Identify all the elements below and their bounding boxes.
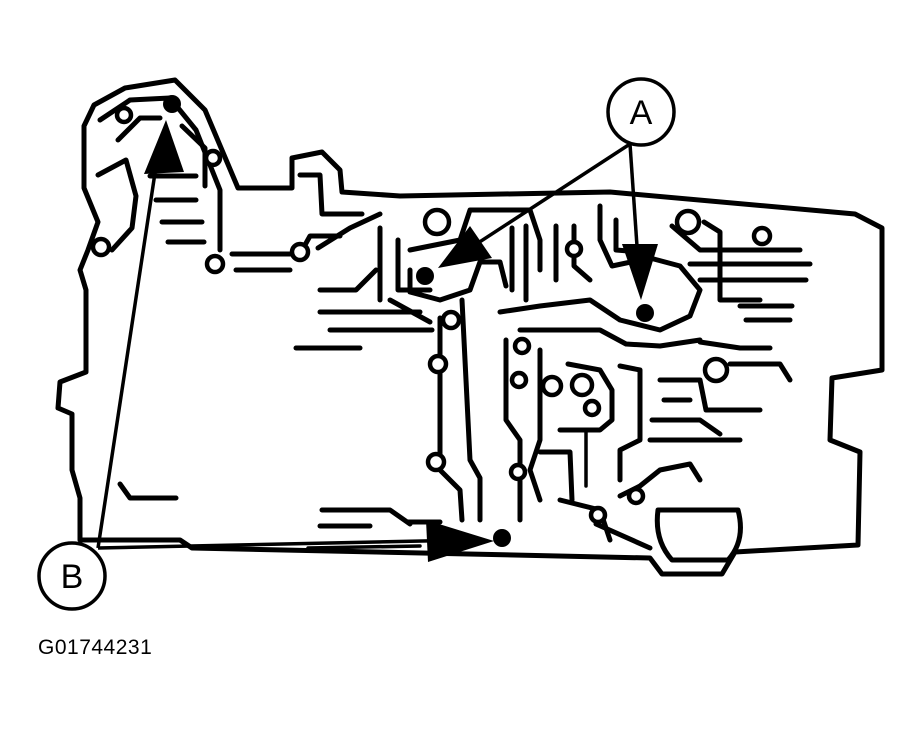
channel-tab-3 (179, 123, 208, 189)
hole-19 (626, 486, 646, 506)
channel-low-5 (657, 377, 763, 413)
hole-1 (90, 236, 112, 258)
arrowhead-a-right (622, 244, 658, 300)
channel-low-7 (649, 417, 723, 437)
leader-a-left (454, 142, 631, 260)
callout-a: A (606, 77, 676, 147)
hole-15 (582, 398, 602, 418)
channel-bl-5 (306, 544, 422, 550)
accumulator-cup (654, 507, 743, 563)
hole-8 (427, 353, 449, 375)
hole-14 (569, 372, 595, 398)
figure-id: G01744231 (38, 636, 153, 659)
arrowhead-a-left (438, 226, 492, 268)
check-ball-a-left (416, 267, 434, 285)
hole-20 (588, 505, 608, 525)
channel-a1-8 (571, 223, 593, 283)
channel-a2-1 (497, 203, 703, 333)
channel-a1-3 (437, 315, 465, 523)
channel-a1-4 (459, 297, 483, 523)
callout-b-label: B (61, 558, 84, 596)
channel-a1-2 (407, 259, 509, 303)
channel-tab-1 (97, 95, 223, 253)
hole-6 (422, 207, 452, 237)
channel-mid-2 (317, 267, 379, 293)
hole-10 (564, 239, 584, 259)
hole-17 (751, 225, 773, 247)
hole-18 (702, 356, 730, 384)
callout-a-label: A (630, 94, 653, 132)
leader-b-upper (96, 139, 162, 549)
check-ball-b-lower (493, 529, 511, 547)
channel-low-10 (578, 428, 588, 488)
leader-b-lower (97, 538, 471, 550)
plate-outline (55, 77, 885, 577)
channel-bl-6 (387, 297, 433, 325)
check-ball-b-upper (163, 95, 181, 113)
channel-bl-1 (117, 481, 179, 501)
channel-tab-2 (115, 115, 163, 143)
hole-16 (674, 208, 702, 236)
callout-b: B (37, 541, 107, 611)
channel-mid-7 (395, 237, 433, 293)
hole-13 (540, 374, 564, 398)
channel-tab-11 (297, 172, 365, 217)
arrowhead-b-upper (144, 120, 184, 174)
channel-a2-11 (727, 361, 793, 383)
channel-a2-5 (669, 223, 803, 253)
channel-a2-2 (517, 327, 703, 349)
hole-12 (509, 370, 529, 390)
channel-low-2 (527, 347, 543, 503)
channel-low-13 (593, 521, 653, 551)
channel-mid-1 (315, 211, 383, 251)
channel-bl-2 (319, 507, 413, 527)
channel-low-9 (537, 449, 575, 503)
hole-3 (203, 148, 223, 168)
channel-tab-4 (95, 157, 139, 253)
hole-7 (440, 309, 462, 331)
channel-a2-10 (697, 339, 773, 351)
check-ball-a-right (636, 304, 654, 322)
hole-21 (508, 462, 528, 482)
hole-4 (204, 253, 226, 275)
hole-9 (425, 451, 447, 473)
channel-low-4 (617, 363, 643, 483)
arrowhead-b-lower (426, 520, 494, 562)
hole-2 (114, 105, 134, 125)
hole-5 (289, 241, 311, 263)
hole-11 (512, 336, 532, 356)
channel-a1-1 (407, 207, 543, 273)
channel-low-3 (557, 361, 615, 433)
